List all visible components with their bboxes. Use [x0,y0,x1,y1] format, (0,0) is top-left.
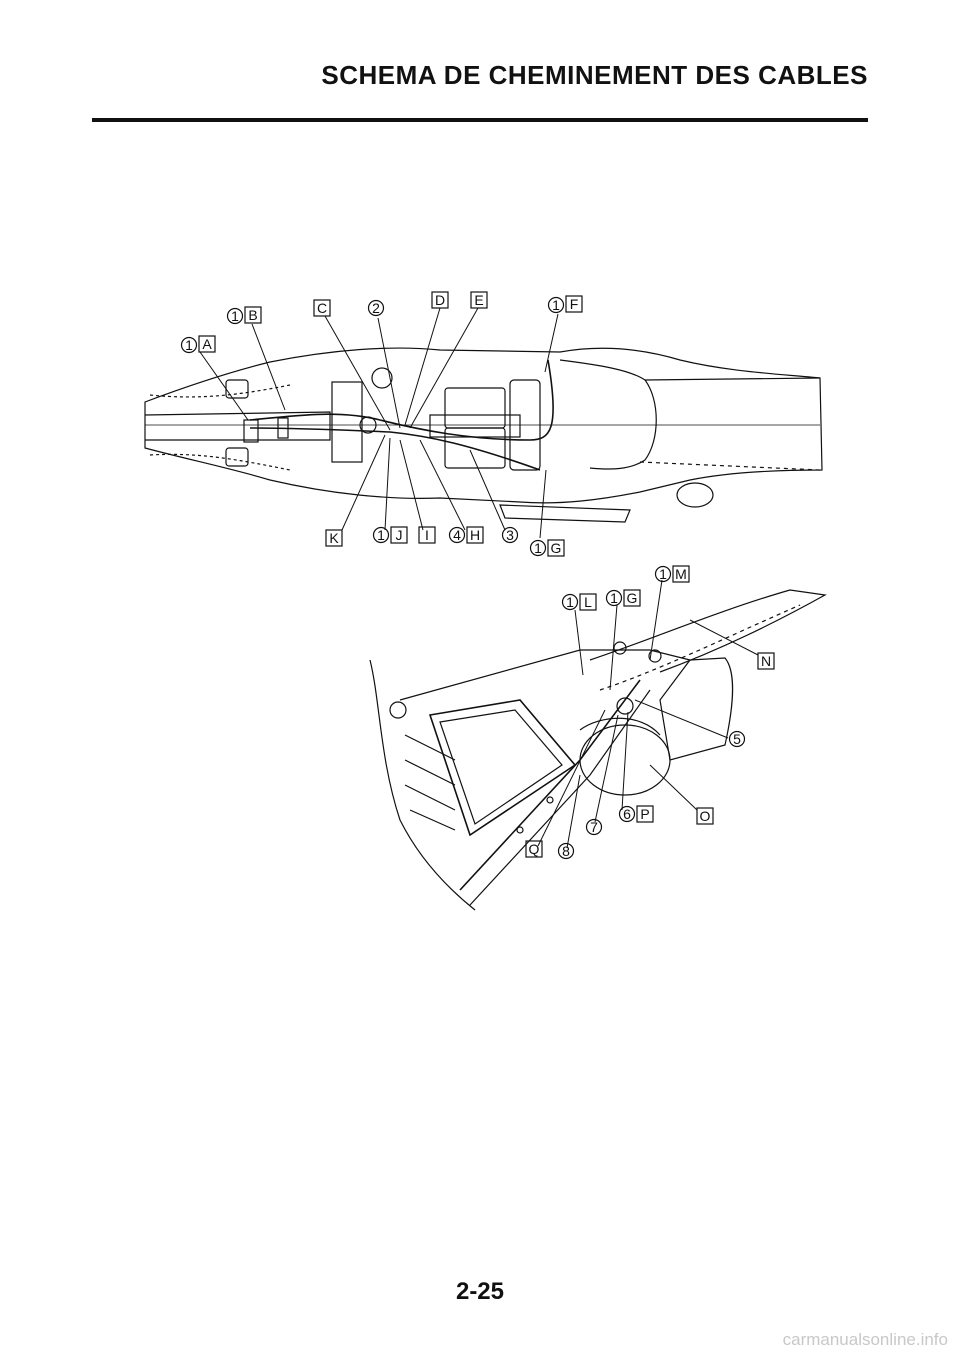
svg-text:Q: Q [529,841,540,857]
callout-N: N [757,652,775,670]
svg-text:C: C [317,300,327,316]
side-view-callouts: 1 M 1 L 1 G N 5 6 P [525,565,775,860]
svg-text:L: L [584,594,592,610]
svg-text:E: E [474,292,483,308]
svg-text:J: J [396,527,403,543]
svg-text:H: H [470,527,480,543]
svg-text:4: 4 [453,527,461,543]
callout-D: D [431,291,449,309]
callout-1G-top: 1 G [529,539,565,557]
callout-K: K [325,529,343,547]
svg-text:6: 6 [623,806,631,822]
svg-text:2: 2 [372,300,380,316]
side-view-leader-lines [537,579,759,849]
callout-1L: 1 L [561,593,597,611]
svg-text:I: I [425,527,429,543]
callout-8: 8 [557,842,575,860]
callout-2: 2 [367,299,385,317]
svg-text:1: 1 [534,540,542,556]
svg-text:1: 1 [377,527,385,543]
callout-1B: 1 B [226,306,262,325]
page-title: SCHEMA DE CHEMINEMENT DES CABLES [321,60,868,90]
svg-text:3: 3 [506,527,514,543]
svg-text:B: B [248,307,257,323]
svg-text:N: N [761,653,771,669]
callout-1M: 1 M [654,565,690,583]
svg-text:1: 1 [610,590,618,606]
callout-1G-side: 1 G [605,589,641,607]
top-view-leader-lines [199,307,559,539]
callout-1A: 1 A [180,335,216,354]
svg-text:1: 1 [231,308,239,324]
svg-text:F: F [570,296,579,312]
side-view-drawing [369,589,827,911]
svg-text:1: 1 [566,594,574,610]
svg-text:D: D [435,292,445,308]
svg-text:1: 1 [659,566,667,582]
callout-1J: 1 J [372,526,408,544]
callout-I: I [418,526,436,544]
svg-text:G: G [551,540,562,556]
callout-Q: Q [525,840,543,858]
svg-text:A: A [202,336,212,352]
svg-text:G: G [627,590,638,606]
header-rule [92,118,868,122]
svg-text:5: 5 [733,731,741,747]
callout-4H: 4 H [448,526,484,544]
svg-text:1: 1 [185,337,193,353]
watermark: carmanualsonline.info [782,1330,948,1349]
top-view-callouts: 1 A 1 B C 2 D E 1 F [180,291,583,557]
callout-C: C [313,299,331,317]
callout-3: 3 [501,526,519,544]
top-view-drawing [144,347,823,523]
svg-text:8: 8 [562,843,570,859]
callout-1F: 1 F [547,295,583,314]
svg-text:M: M [675,566,687,582]
svg-text:P: P [640,806,649,822]
svg-text:K: K [329,530,339,546]
svg-text:1: 1 [552,297,560,313]
callout-5: 5 [728,730,746,748]
callout-E: E [470,291,488,309]
svg-text:O: O [700,808,711,824]
callout-6P: 6 P [618,805,654,823]
callout-O: O [696,807,714,825]
callout-7: 7 [585,818,603,836]
page-number: 2-25 [455,1278,505,1305]
svg-text:7: 7 [590,819,598,835]
